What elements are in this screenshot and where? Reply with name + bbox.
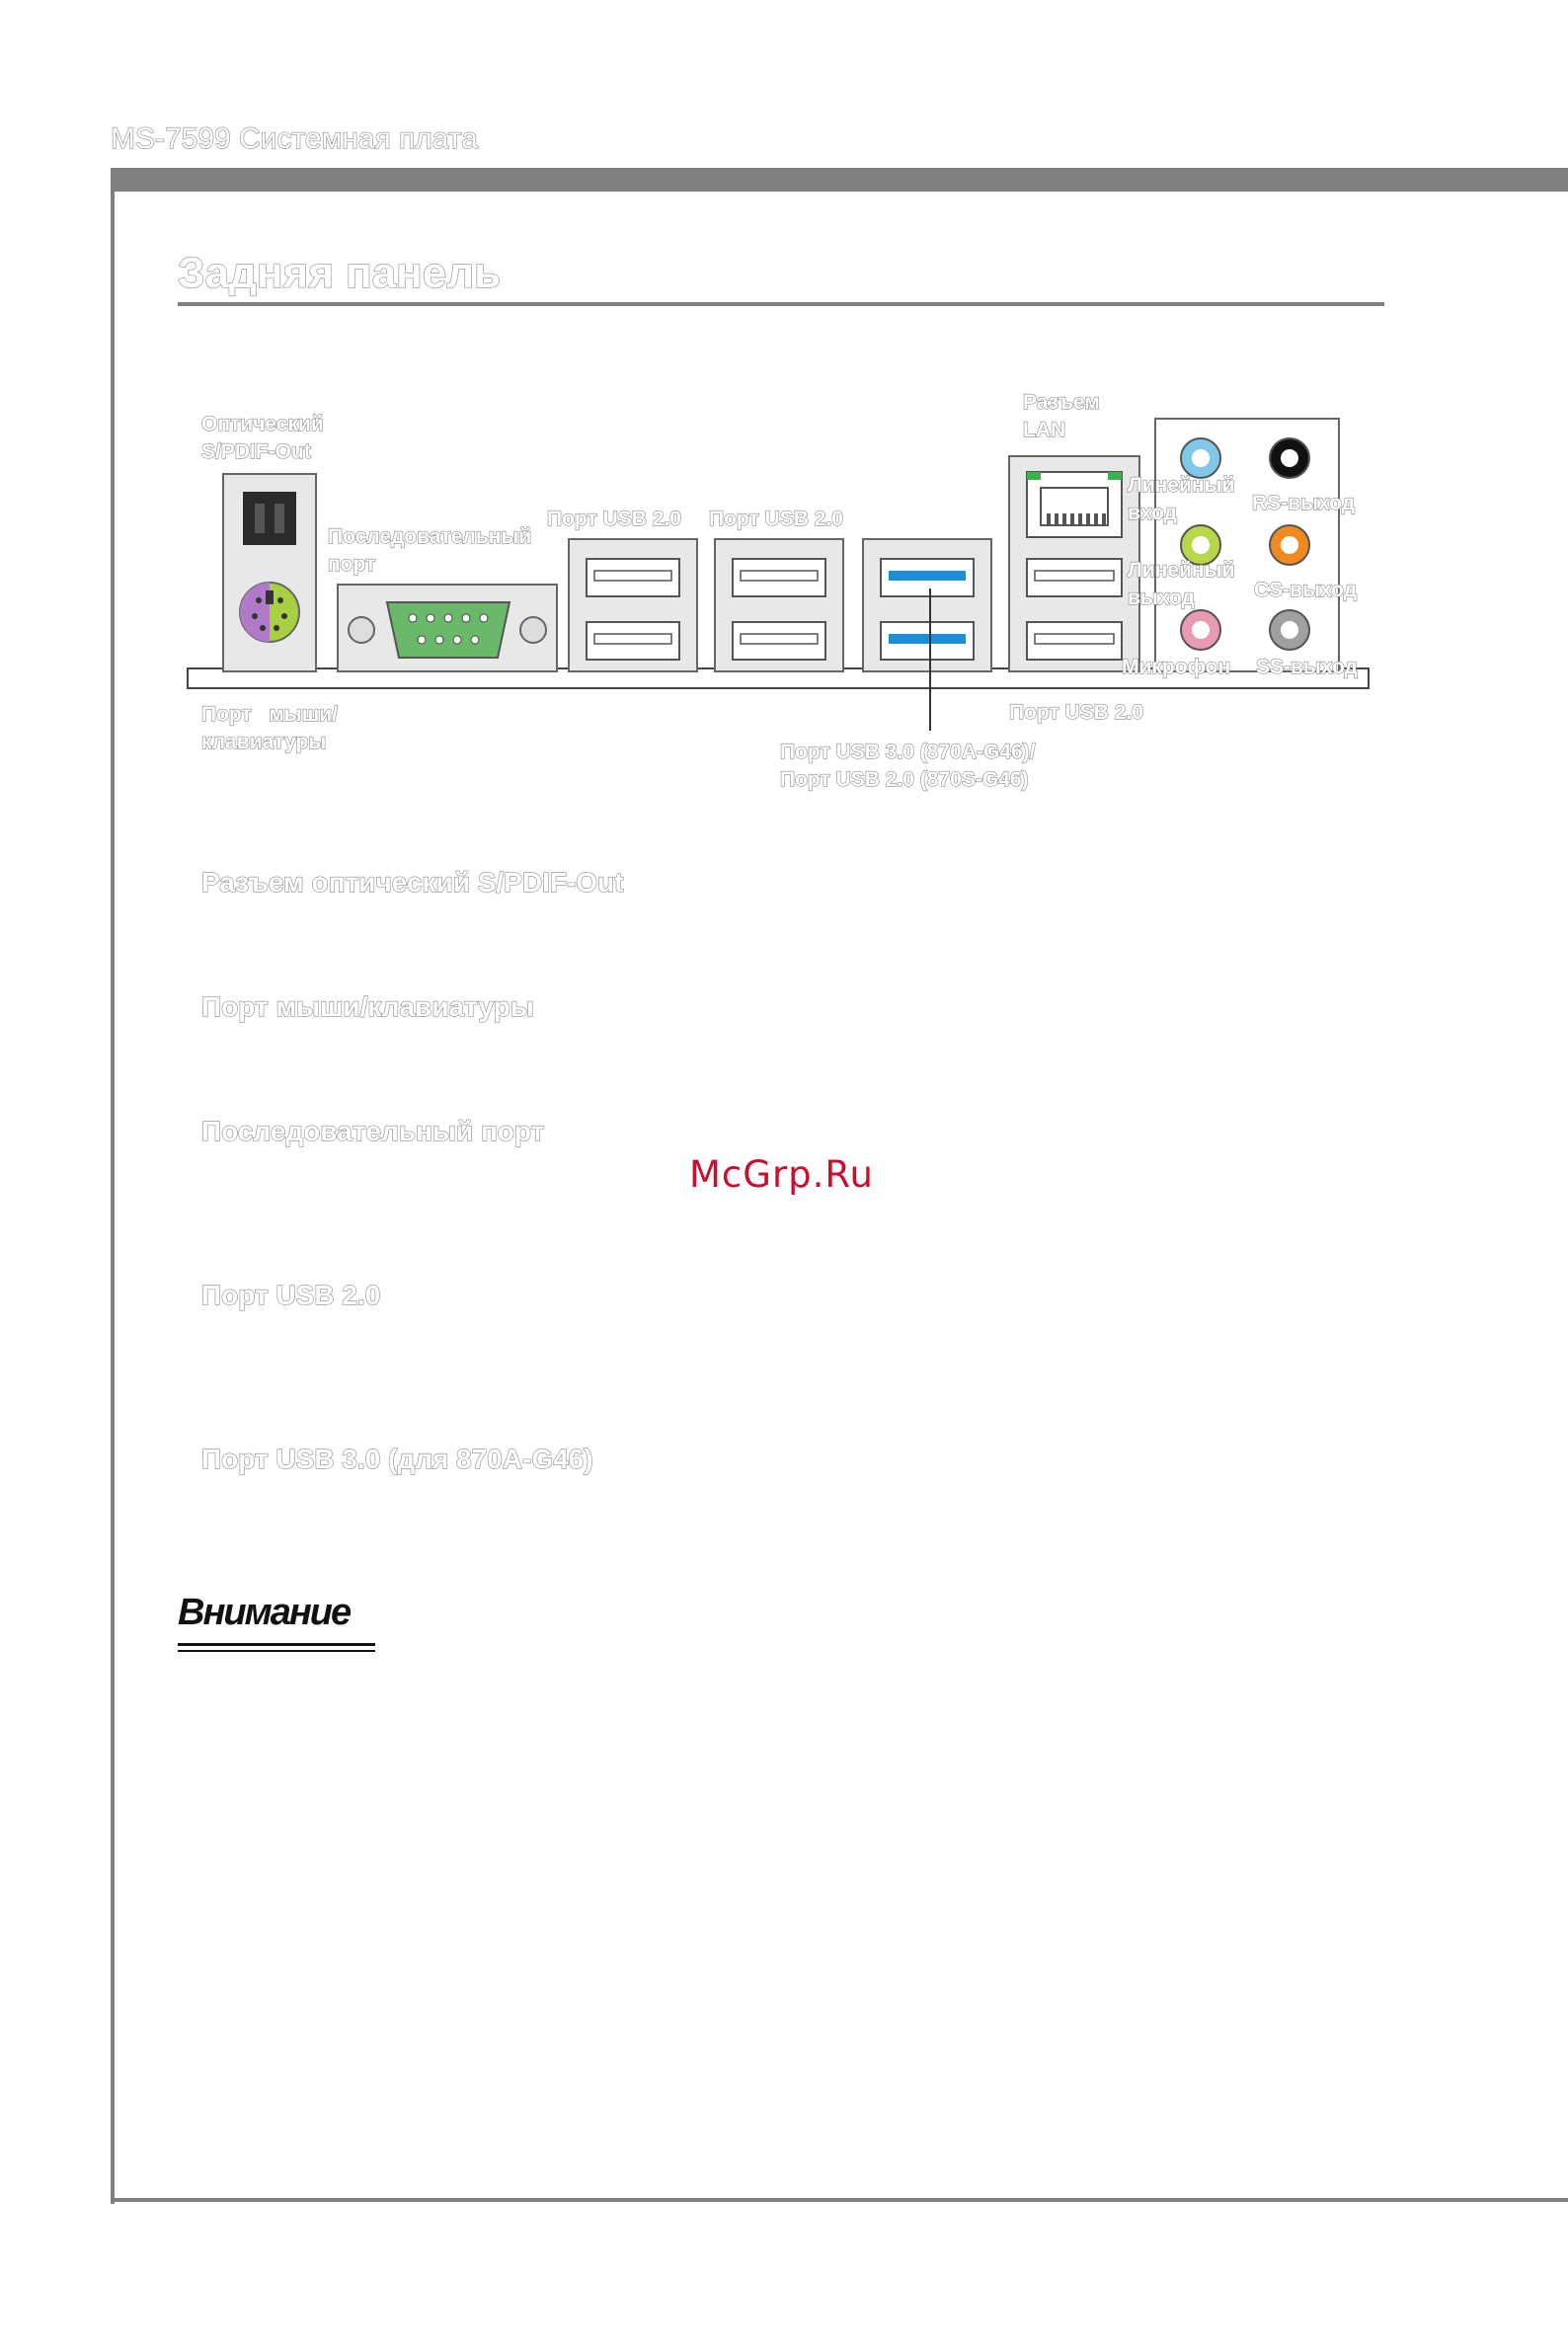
left-margin-rule xyxy=(111,168,115,2204)
serial-port xyxy=(337,584,558,672)
section-title: Задняя панель xyxy=(177,248,502,297)
note-title: Внимание xyxy=(178,1592,352,1633)
label-mic: Микрофон xyxy=(1121,655,1231,678)
label-usb20-a: Порт USB 2.0 xyxy=(546,507,681,530)
label-serial-port: Последовательный порт xyxy=(327,524,532,576)
note-underline-2 xyxy=(178,1650,375,1652)
label-mouse-keyboard: Порт мыши/ клавиатуры xyxy=(200,702,338,753)
section-title-rule xyxy=(178,302,1384,306)
rear-panel-diagram xyxy=(187,418,1370,731)
label-lan: Разъем LAN xyxy=(1022,390,1100,441)
watermark: McGrp.Ru xyxy=(689,1153,874,1196)
label-optical-spdif: Оптический S/PDIF-Out xyxy=(200,412,324,463)
ps2-spdif-block xyxy=(222,473,317,672)
usb20-stack-b xyxy=(714,538,844,672)
page-header-title: MS-7599 Системная плата xyxy=(110,121,478,155)
audio-jacks-block xyxy=(1154,418,1340,672)
label-usb20-c: Порт USB 2.0 xyxy=(1008,700,1143,724)
heading-serial: Последовательный порт xyxy=(200,1115,545,1146)
label-rs-out: RS-выход xyxy=(1251,491,1356,514)
note-underline xyxy=(178,1643,375,1646)
heading-usb20: Порт USB 2.0 xyxy=(200,1279,381,1310)
label-usb30: Порт USB 3.0 (870A-G46)/ Порт USB 2.0 (8… xyxy=(779,740,1036,791)
heading-mouse-keyboard: Порт мыши/клавиатуры xyxy=(200,990,534,1022)
label-line-out: Линейный выход xyxy=(1127,558,1235,609)
usb30-stack xyxy=(862,538,992,731)
header-bar xyxy=(111,168,1568,192)
heading-usb30: Порт USB 3.0 (для 870A-G46) xyxy=(200,1443,593,1474)
label-cs-out: CS-выход xyxy=(1253,578,1358,601)
label-line-in: Линейный вход xyxy=(1127,473,1235,524)
heading-spdif: Разъем оптический S/PDIF-Out xyxy=(200,866,624,898)
footer-rule xyxy=(111,2198,1568,2202)
label-usb20-b: Порт USB 2.0 xyxy=(708,507,843,530)
label-ss-out: SS-выход xyxy=(1255,655,1358,678)
usb20-stack-a xyxy=(568,538,698,672)
lan-usb-stack xyxy=(1008,455,1140,672)
